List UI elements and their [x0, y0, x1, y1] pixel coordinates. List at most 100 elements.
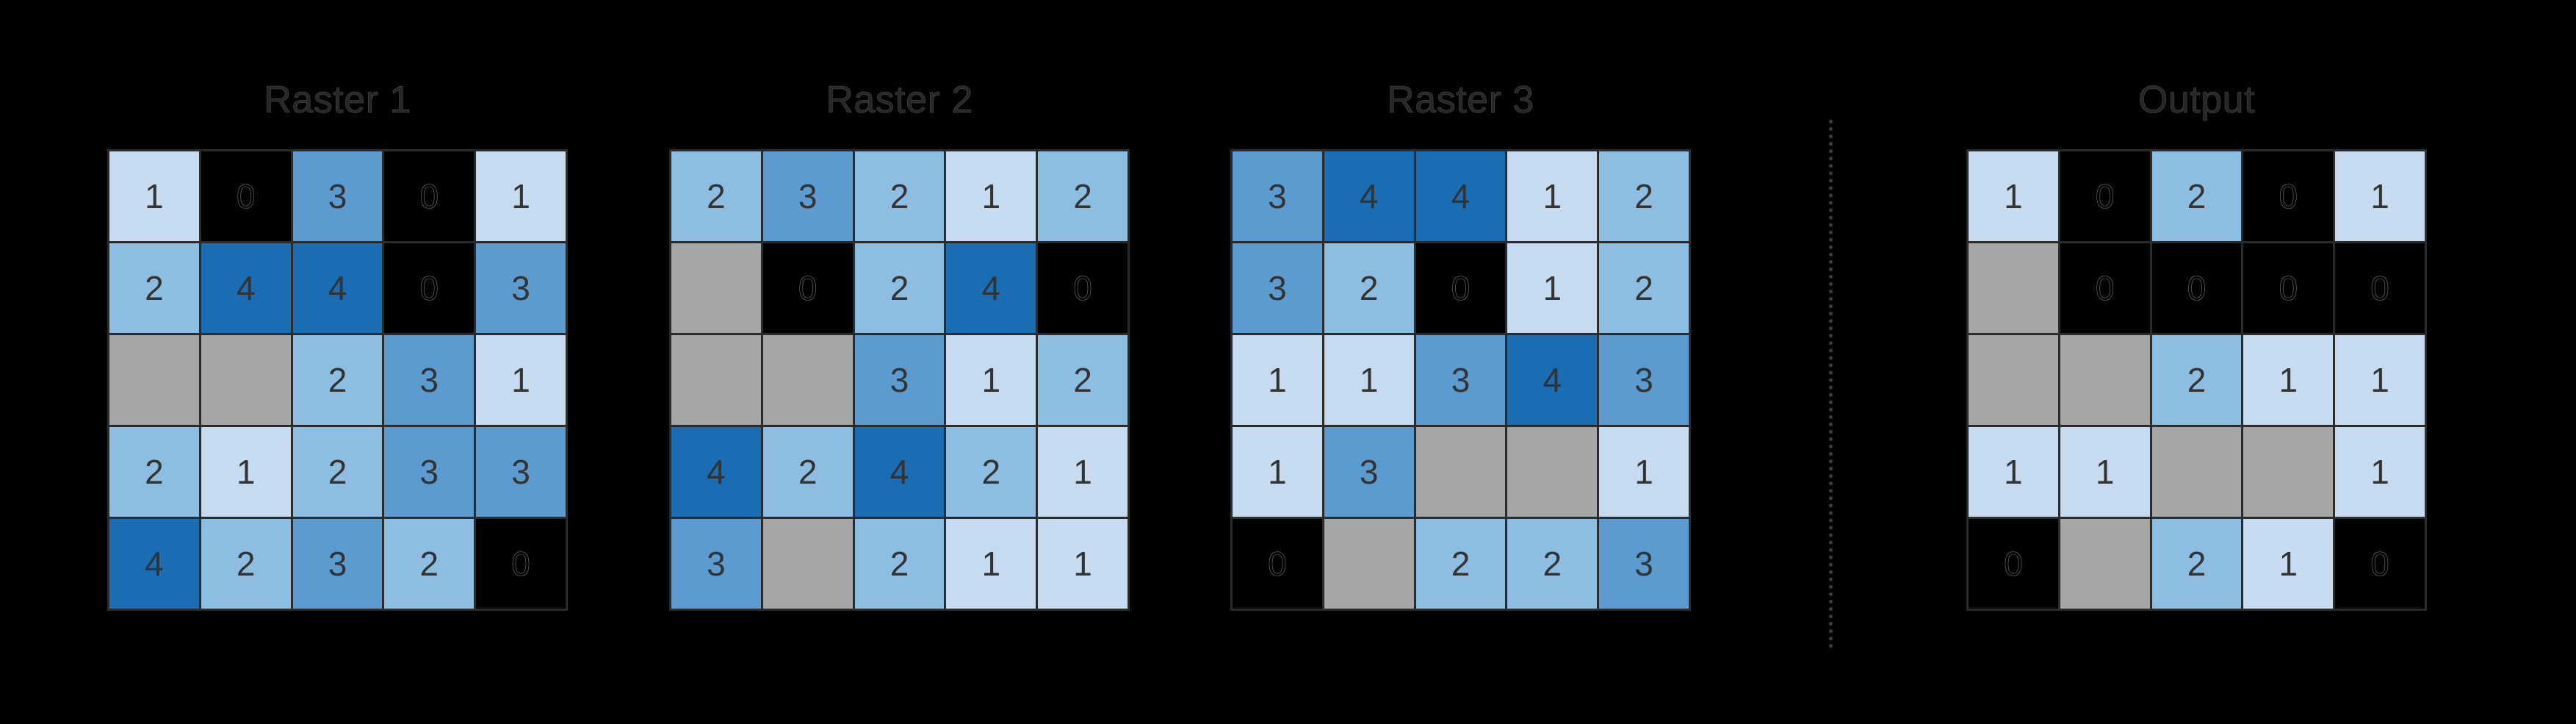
raster-cell: 3: [292, 519, 383, 609]
raster-cell: 0: [2060, 151, 2150, 241]
raster-cell: 1: [946, 151, 1036, 241]
raster-cell: 1: [946, 335, 1036, 425]
raster-cell: 2: [201, 519, 291, 609]
raster-cell: 0: [1233, 519, 1322, 609]
raster-cell: 3: [292, 151, 383, 241]
raster-cell: 3: [476, 243, 566, 333]
raster-cell: [2151, 427, 2242, 517]
raster-cell: [1969, 243, 2058, 333]
raster-cell: 2: [1324, 243, 1414, 333]
panel-title-raster-1: Raster 1: [264, 79, 411, 121]
raster-cell: 2: [1599, 151, 1689, 241]
raster-cell: 0: [384, 243, 475, 333]
panel-title-output: Output: [2137, 79, 2256, 121]
raster-cell: 3: [1324, 427, 1414, 517]
raster-cell: 3: [1599, 335, 1689, 425]
raster-cell: 2: [1599, 243, 1689, 333]
raster-cell: 0: [1415, 243, 1506, 333]
raster-cell: 2: [854, 151, 945, 241]
raster-cell: 4: [854, 427, 945, 517]
raster-cell: 2: [2151, 519, 2242, 609]
raster-cell: 0: [2060, 243, 2150, 333]
raster-cell: 3: [1233, 243, 1322, 333]
raster-cell: 4: [109, 519, 199, 609]
raster-cell: 0: [1969, 519, 2058, 609]
raster-cell: 0: [201, 151, 291, 241]
raster-cell: 3: [476, 427, 566, 517]
panel-title-raster-2: Raster 2: [826, 79, 973, 121]
raster-cell: 1: [201, 427, 291, 517]
raster-cell: 0: [384, 151, 475, 241]
raster-cell: 4: [292, 243, 383, 333]
raster-cell: 0: [2335, 519, 2425, 609]
raster-cell: 4: [1507, 335, 1598, 425]
raster-cell: [109, 335, 199, 425]
raster-cell: 1: [2060, 427, 2150, 517]
raster-cell: 2: [384, 519, 475, 609]
raster-cell: [671, 335, 761, 425]
raster-cell: 3: [1233, 151, 1322, 241]
raster-cell: 2: [1038, 151, 1128, 241]
raster-cell: 4: [946, 243, 1036, 333]
raster-cell: 2: [1415, 519, 1506, 609]
raster-cell: 0: [2243, 243, 2334, 333]
raster-cell: 1: [1038, 427, 1128, 517]
raster-cell: 4: [1324, 151, 1414, 241]
raster-cell: 1: [1233, 427, 1322, 517]
raster-cell: 0: [1038, 243, 1128, 333]
raster-cell: 2: [109, 427, 199, 517]
raster-cell: 2: [946, 427, 1036, 517]
raster-cell: 2: [854, 243, 945, 333]
raster-cell: [2060, 335, 2150, 425]
raster-cell: [762, 335, 853, 425]
raster-cell: [2060, 519, 2150, 609]
raster-cell: 1: [476, 151, 566, 241]
raster-cell: 1: [476, 335, 566, 425]
raster-cell: 1: [109, 151, 199, 241]
raster-cell: [671, 243, 761, 333]
raster-cell: [2243, 427, 2334, 517]
raster-cell: [1507, 427, 1598, 517]
raster-cell: [1415, 427, 1506, 517]
raster-cell: 1: [1507, 243, 1598, 333]
raster-cell: 0: [476, 519, 566, 609]
panel-title-raster-3: Raster 3: [1387, 79, 1534, 121]
raster-cell: 3: [854, 335, 945, 425]
raster-cell: 1: [1038, 519, 1128, 609]
raster-cell: 1: [2243, 335, 2334, 425]
raster-cell: 0: [2243, 151, 2334, 241]
vertical-dotted-separator: [1829, 120, 1833, 648]
raster-cell: [1969, 335, 2058, 425]
raster-cell: 1: [1599, 427, 1689, 517]
raster-cell: 2: [2151, 151, 2242, 241]
raster-cell: 4: [201, 243, 291, 333]
raster-cell: 4: [671, 427, 761, 517]
raster-cell: 3: [384, 335, 475, 425]
raster-cell: 2: [671, 151, 761, 241]
raster-cell: 2: [1038, 335, 1128, 425]
raster-cell: 2: [762, 427, 853, 517]
raster-cell: 0: [2335, 243, 2425, 333]
raster-cell: 2: [292, 335, 383, 425]
raster-cell: 0: [762, 243, 853, 333]
raster-cell: 3: [762, 151, 853, 241]
raster-cell: 2: [854, 519, 945, 609]
raster-cell: 1: [1233, 335, 1322, 425]
raster-cell: 2: [2151, 335, 2242, 425]
raster-cell: 0: [2151, 243, 2242, 333]
raster-cell: 2: [109, 243, 199, 333]
raster-cell: 1: [2335, 151, 2425, 241]
raster-cell: [762, 519, 853, 609]
raster-cell: 1: [2335, 427, 2425, 517]
raster-cell: 1: [1969, 151, 2058, 241]
raster-cell: 3: [1415, 335, 1506, 425]
raster-cell: 1: [1324, 335, 1414, 425]
raster-cell: [201, 335, 291, 425]
raster-cell: 1: [2335, 335, 2425, 425]
raster-cell: 1: [1507, 151, 1598, 241]
